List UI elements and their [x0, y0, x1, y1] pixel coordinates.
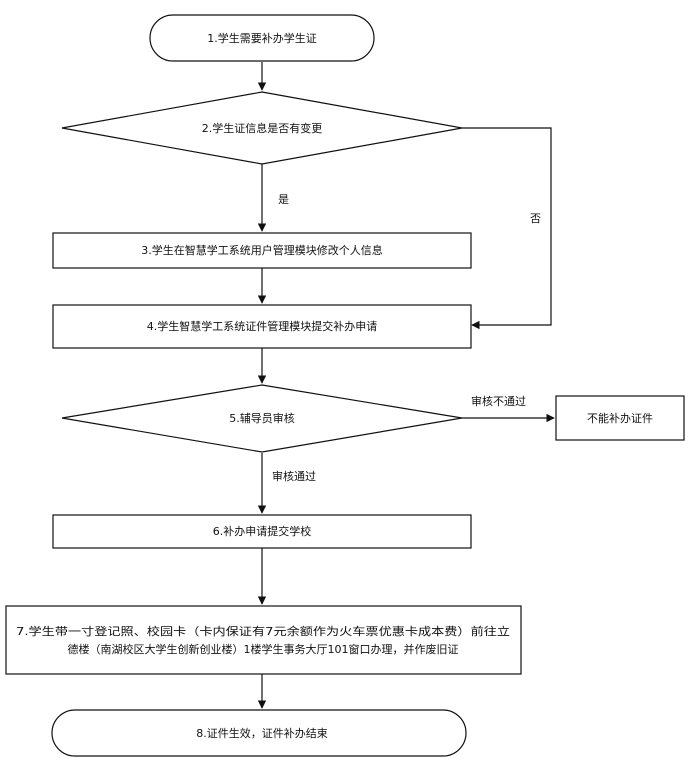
decision-info-changed — [61, 91, 463, 165]
edge-label-yes: 是 — [278, 193, 289, 206]
step-8-label: 8.证件生效，证件补办结束 — [196, 726, 328, 740]
edge-label-review-fail: 审核不通过 — [471, 394, 526, 408]
step-3-box — [52, 232, 472, 269]
start-terminator — [149, 14, 375, 62]
connector-2-4-no — [462, 127, 552, 330]
edge-label-no: 否 — [530, 212, 541, 225]
step-2-label: 2.学生证信息是否有变更 — [202, 121, 323, 135]
reject-label: 不能补办证件 — [587, 411, 653, 425]
step-6-label: 6.补办申请提交学校 — [213, 524, 312, 538]
reject-box — [555, 395, 685, 441]
step-7-label-line2: 德楼（南湖校区大学生创新创业楼）1楼学生事务大厅101窗口办理，并作废旧证 — [68, 642, 459, 656]
step-4-label: 4.学生智慧学工系统证件管理模块提交补办申请 — [147, 319, 378, 333]
step-4-box — [52, 304, 472, 349]
step-3-label: 3.学生在智慧学工系统用户管理模块修改个人信息 — [141, 243, 383, 257]
decision-counselor-review — [61, 384, 463, 453]
step-6-box — [52, 514, 472, 549]
edge-label-review-pass: 审核通过 — [272, 469, 316, 483]
step-7-box — [5, 605, 522, 675]
step-7-label-line1: 7.学生带一寸登记照、校园卡（卡内保证有7元余额作为火车票优惠卡成本费）前往立 — [16, 624, 510, 638]
step-5-label: 5.辅导员审核 — [229, 411, 295, 425]
step-1-label: 1.学生需要补办学生证 — [207, 31, 317, 45]
end-terminator — [51, 709, 467, 757]
